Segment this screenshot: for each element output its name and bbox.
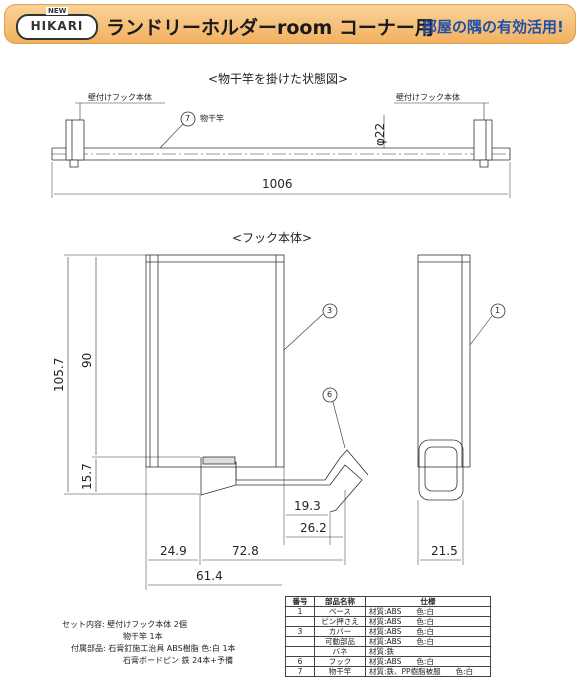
attachments-line1: 石膏釘施工治具 ABS樹脂 色:白 1本 (108, 644, 236, 653)
table-row: 7 物干竿 材質:鉄、PP樹脂被服 色:白 (285, 666, 491, 677)
part-number: 7 (285, 666, 315, 677)
hook-view-title: <フック本体> (232, 231, 313, 245)
callout-7-number: 7 (185, 114, 191, 123)
part-spec: 材質:ABS 色:白 (365, 656, 491, 667)
callout-3-leader (283, 313, 324, 351)
part-number (285, 646, 315, 657)
part-spec: 材質:鉄、PP樹脂被服 色:白 (365, 666, 491, 677)
dim-21-5-label: 21.5 (431, 544, 458, 558)
header-part-name: 部品名称 (314, 596, 366, 607)
part-number (285, 616, 315, 627)
attachments-line2: 石膏ボードピン 鉄 24本+予備 (123, 656, 233, 665)
dim-61-4-label: 61.4 (196, 569, 223, 583)
package-notes: セット内容: 壁付けフック本体 2個 物干竿 1本 付属部品: 石膏釘施工治具 … (62, 619, 236, 667)
hook-arm-outer (200, 457, 363, 513)
part-spec: 材質:ABS 色:白 (365, 626, 491, 637)
attachments-label: 付属部品: (71, 644, 106, 653)
hook-cover-outline (145, 254, 285, 468)
set-contents-line2: 物干竿 1本 (123, 632, 163, 641)
part-number: 1 (285, 606, 315, 617)
table-row: ピン押さえ 材質:ABS 色:白 (285, 616, 491, 627)
table-row: 1 ベース 材質:ABS 色:白 (285, 606, 491, 617)
dim-26-2-label: 26.2 (300, 521, 327, 535)
dim-72-8-label: 72.8 (232, 544, 259, 558)
callout-1-number: 1 (495, 306, 501, 315)
product-title: ランドリーホルダーroom コーナー用 (106, 17, 434, 39)
hook-arm-inner (204, 449, 369, 481)
logo-text: HIKARI (30, 19, 84, 33)
part-spec: 材質:ABS 色:白 (365, 616, 491, 627)
parts-table-header: 番号 部品名称 仕様 (285, 596, 491, 607)
header-banner: NEW HIKARI ランドリーホルダーroom コーナー用 部屋の隅の有効活用… (4, 4, 576, 44)
callout-1-circle (490, 303, 506, 319)
dim-19-3-label: 19.3 (294, 499, 321, 513)
header-number: 番号 (285, 596, 315, 607)
part-name: カバー (314, 626, 366, 637)
dim-24-9-label: 24.9 (160, 544, 187, 558)
callout-3-circle (322, 303, 338, 319)
right-bracket (473, 119, 493, 161)
logo-new-text: NEW (46, 7, 69, 15)
part-spec: 材質:ABS 色:白 (365, 606, 491, 617)
part-name: ベース (314, 606, 366, 617)
left-bracket-foot (69, 159, 79, 168)
part-name: バネ (314, 646, 366, 657)
top-view-title: <物干竿を掛けた状態図> (208, 72, 349, 86)
part-name: 物干竿 (314, 666, 366, 677)
table-row: 可動部品 材質:ABS 色:白 (285, 636, 491, 647)
dim-lower-height: 15.7 (80, 463, 94, 490)
product-subtitle: 部屋の隅の有効活用! (422, 18, 564, 36)
pole-diameter-label: φ22 (373, 122, 387, 146)
callout-6-circle (322, 387, 338, 403)
set-contents-label: セット内容: (62, 620, 105, 629)
set-contents-line1: 壁付けフック本体 2個 (107, 620, 187, 629)
hook-side-tip-inner (424, 446, 458, 492)
callout-6-number: 6 (327, 390, 333, 399)
left-bracket-label: 壁付けフック本体 (88, 93, 152, 102)
callout-7-circle (180, 111, 196, 127)
part-number: 3 (285, 626, 315, 637)
right-bracket-label: 壁付けフック本体 (396, 93, 460, 102)
dim-upper-height: 90 (80, 352, 94, 368)
part-name: 可動部品 (314, 636, 366, 647)
pole-label: 物干竿 (200, 114, 224, 123)
hook-side-outline (417, 254, 471, 468)
table-row: バネ 材質:鉄 (285, 646, 491, 657)
part-number (285, 636, 315, 647)
left-bracket (65, 119, 85, 161)
pole-length-label: 1006 (262, 177, 293, 191)
callout-3-number: 3 (327, 306, 333, 315)
dim-overall-height: 105.7 (52, 357, 66, 392)
parts-table: 番号 部品名称 仕様 1 ベース 材質:ABS 色:白 ピン押さえ 材質:ABS… (285, 596, 491, 677)
table-row: 6 フック 材質:ABS 色:白 (285, 656, 491, 667)
part-name: ピン押さえ (314, 616, 366, 627)
hook-arm-hinge (202, 456, 236, 465)
callout-7-leader (159, 123, 184, 149)
part-spec: 材質:鉄 (365, 646, 491, 657)
part-number: 6 (285, 656, 315, 667)
hikari-logo: NEW HIKARI (16, 7, 98, 40)
table-row: 3 カバー 材質:ABS 色:白 (285, 626, 491, 637)
part-spec: 材質:ABS 色:白 (365, 636, 491, 647)
header-spec: 仕様 (365, 596, 491, 607)
hook-side-tip (418, 439, 464, 501)
right-bracket-foot (479, 159, 489, 168)
part-name: フック (314, 656, 366, 667)
callout-1-leader (469, 315, 493, 346)
callout-6-leader (332, 401, 346, 449)
